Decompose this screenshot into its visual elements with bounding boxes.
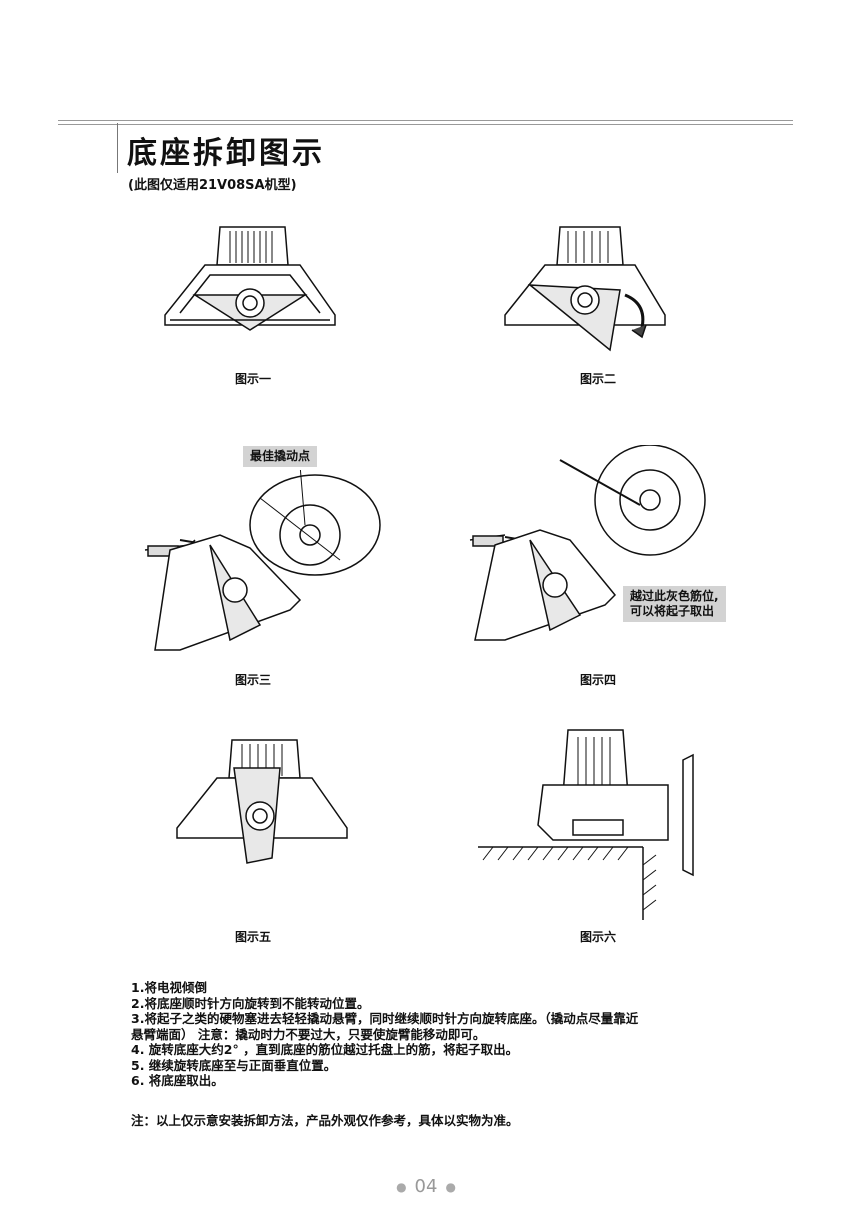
figure-1-caption: 图示一	[235, 372, 272, 386]
figure-3-caption: 图示三	[235, 673, 272, 687]
page-number: ● 04 ●	[0, 1176, 852, 1197]
figure-6-illustration	[478, 725, 708, 925]
figure-2-illustration	[500, 225, 670, 355]
figure-1-illustration	[160, 225, 340, 335]
figure-3-illustration	[140, 470, 385, 660]
step-3-continued: 悬臂端面） 注意：撬动时力不要过大，只要使旋臂能移动即可。	[131, 1026, 486, 1042]
title-accent-bar	[117, 123, 118, 173]
best-pivot-callout: 最佳撬动点	[243, 446, 318, 467]
step-5: 5. 继续旋转底座至与正面垂直位置。	[131, 1057, 337, 1073]
figure-5-illustration	[172, 738, 352, 868]
gray-rib-callout-line1: 越过此灰色筋位,	[630, 589, 719, 603]
page-title: 底座拆卸图示	[127, 136, 325, 171]
page-subtitle: (此图仅适用21V08SA机型)	[128, 178, 297, 193]
step-2: 2.将底座顺时针方向旋转到不能转动位置。	[131, 995, 370, 1011]
figure-4-caption: 图示四	[580, 673, 617, 687]
page-dot-left: ●	[396, 1180, 407, 1194]
instruction-steps: 1.将电视倾倒 2.将底座顺时针方向旋转到不能转动位置。 3.将起子之类的硬物塞…	[131, 980, 791, 1089]
figure-6-caption: 图示六	[580, 930, 617, 944]
step-4: 4. 旋转底座大约2° ，直到底座的筋位越过托盘上的筋，将起子取出。	[131, 1042, 519, 1057]
step-1: 1.将电视倾倒	[131, 980, 207, 995]
figure-2-caption: 图示二	[580, 372, 617, 386]
gray-rib-callout: 越过此灰色筋位, 可以将起子取出	[623, 586, 726, 622]
step-3: 3.将起子之类的硬物塞进去轻轻撬动悬臂，同时继续顺时针方向旋转底座。（撬动点尽量…	[131, 1011, 639, 1026]
figure-4-illustration	[465, 445, 715, 645]
figure-5-caption: 图示五	[235, 930, 272, 944]
page-dot-right: ●	[445, 1180, 456, 1194]
page-number-value: 04	[414, 1176, 438, 1197]
header-rule-top	[58, 120, 793, 121]
step-6: 6. 将底座取出。	[131, 1073, 224, 1088]
disclaimer-note: 注：以上仅示意安装拆卸方法，产品外观仅作参考，具体以实物为准。	[131, 1113, 519, 1128]
gray-rib-callout-line2: 可以将起子取出	[630, 604, 715, 618]
header-rule-bottom	[58, 124, 793, 125]
